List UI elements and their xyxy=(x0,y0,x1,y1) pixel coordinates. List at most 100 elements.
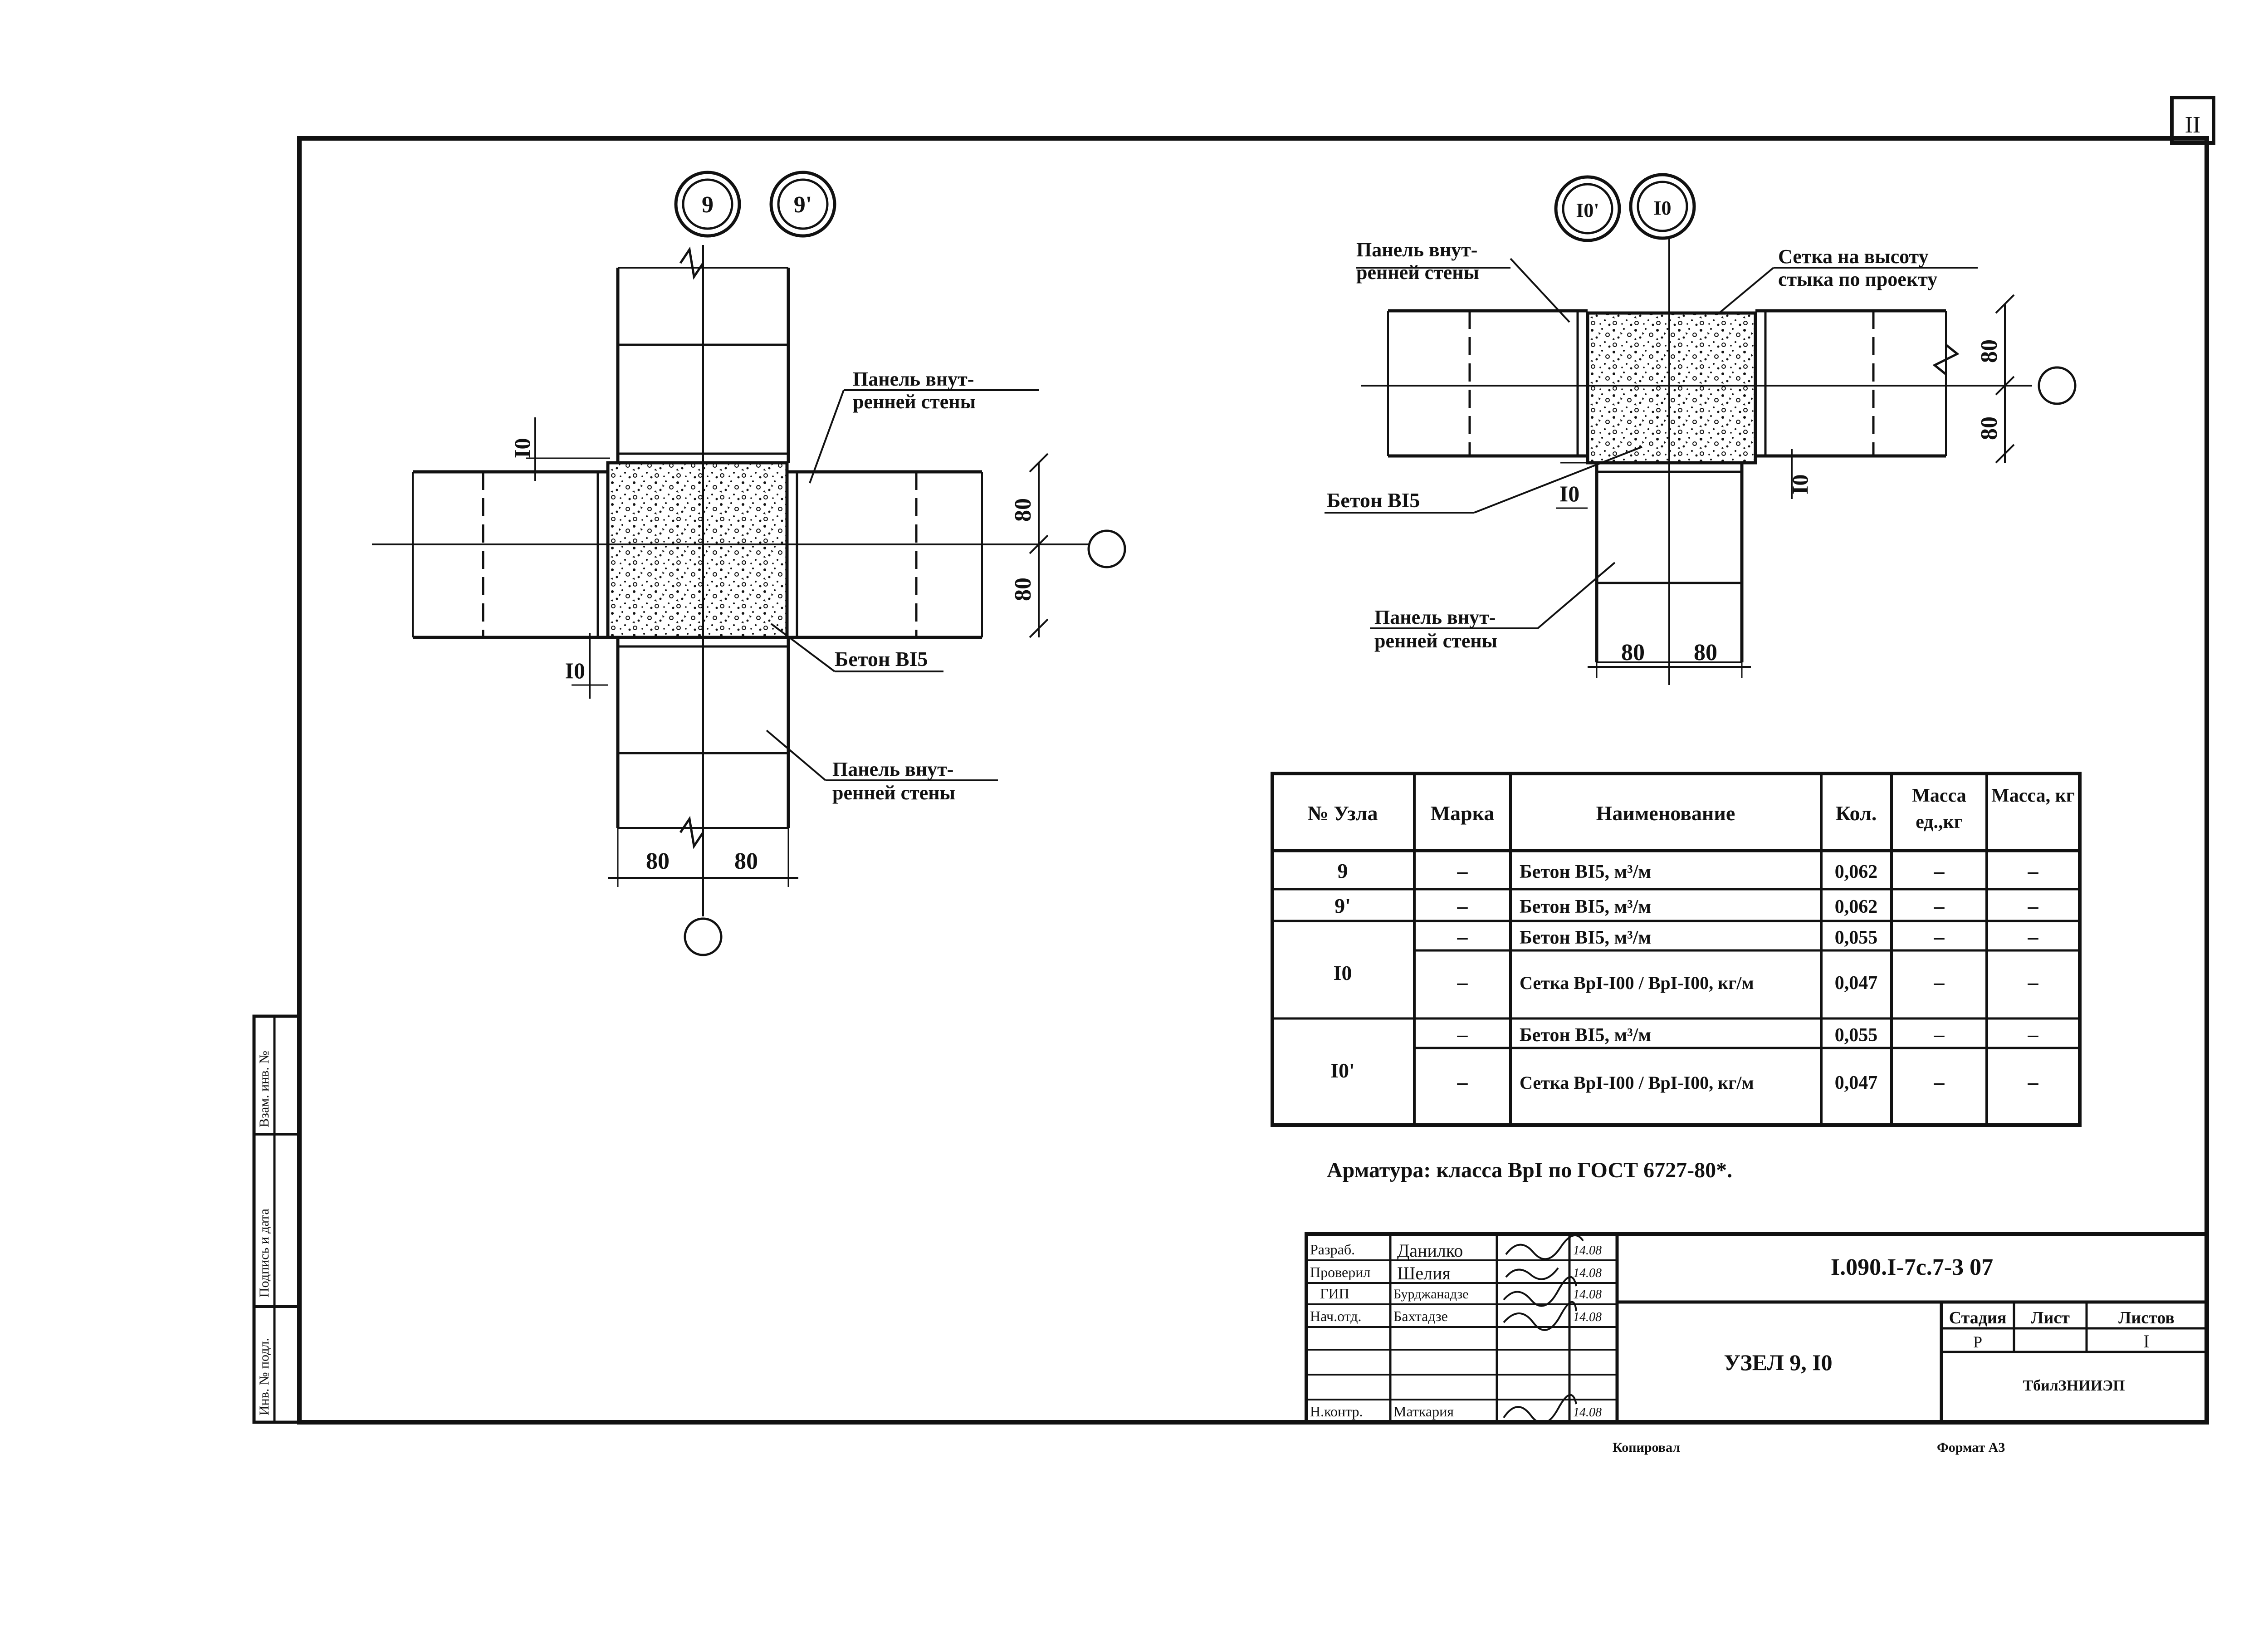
node-10-axis-bubble-right xyxy=(2038,366,2077,405)
svg-text:Бетон BI5, м³/м: Бетон BI5, м³/м xyxy=(1520,927,1651,948)
svg-text:Бетон BI5: Бетон BI5 xyxy=(835,647,928,671)
node-10-label-mesh: Сетка на высоту стыка по проекту xyxy=(1718,245,1978,314)
node-9-concrete-fill xyxy=(606,461,789,639)
svg-text:–: – xyxy=(1457,970,1468,994)
drawing-title: УЗЕЛ 9, I0 xyxy=(1724,1350,1832,1375)
tb-stage-header: Стадия xyxy=(1949,1308,2007,1327)
signature-dept-head xyxy=(1503,1301,1577,1331)
table-header-mass-unit: Масса ед.,кг xyxy=(1912,785,1966,832)
node-10-label-panel-left: Панель внут- ренней стены xyxy=(1356,239,1570,323)
table-node-10: I0 xyxy=(1334,961,1352,984)
tb-date-developer: 14.08 xyxy=(1573,1244,1602,1258)
table-node-10-prime: I0' xyxy=(1330,1059,1355,1082)
svg-text:ренней стены: ренней стены xyxy=(853,391,976,413)
tb-role-dept-head: Нач.отд. xyxy=(1310,1308,1362,1324)
svg-text:9': 9' xyxy=(1334,894,1351,917)
svg-text:I0: I0 xyxy=(1653,197,1671,219)
svg-text:9: 9 xyxy=(1338,859,1348,882)
node-9-dim-gap-bottom: I0 xyxy=(565,633,608,699)
table-header-mass: Масса, кг xyxy=(1991,785,2075,806)
node-9-dim-w1: 80 xyxy=(646,848,670,874)
sheet-number: II xyxy=(2185,112,2201,138)
tb-name-dept-head: Бахтадзе xyxy=(1393,1308,1448,1324)
svg-text:–: – xyxy=(1457,1070,1468,1093)
svg-text:I0: I0 xyxy=(565,658,585,683)
svg-text:–: – xyxy=(1934,1070,1945,1093)
table-header-name: Наименование xyxy=(1596,802,1735,825)
svg-text:–: – xyxy=(2028,1023,2039,1046)
signature-checker xyxy=(1505,1267,1559,1280)
tb-date-gip: 14.08 xyxy=(1573,1288,1602,1302)
node-9-dim-horizontal: 80 80 xyxy=(608,828,798,887)
document-code: I.090.I-7c.7-3 07 xyxy=(1831,1254,1993,1280)
node-10-label-concrete: Бетон BI5 xyxy=(1325,446,1642,514)
svg-text:Сетка BpI-I00 / BpI-I00, кг/м: Сетка BpI-I00 / BpI-I00, кг/м xyxy=(1520,973,1754,993)
node-9-marker: 9 xyxy=(674,171,741,238)
svg-text:Панель внут-: Панель внут- xyxy=(832,758,953,780)
tb-name-norm-control: Маткария xyxy=(1393,1403,1454,1420)
svg-text:–: – xyxy=(1457,859,1468,882)
svg-text:Сетка BpI-I00 / BpI-I00, кг/м: Сетка BpI-I00 / BpI-I00, кг/м xyxy=(1520,1072,1754,1093)
node-10-dim-gap-left: I0 xyxy=(1556,462,1597,509)
table-header-node: № Узла xyxy=(1307,802,1378,825)
svg-text:I0: I0 xyxy=(1787,475,1813,494)
svg-text:Панель внут-: Панель внут- xyxy=(1374,606,1496,628)
svg-text:9': 9' xyxy=(794,192,812,218)
node-9-dim-w2: 80 xyxy=(734,848,758,874)
stamp-signature-label: Подпись и дата xyxy=(257,1209,272,1297)
tb-role-norm-control: Н.контр. xyxy=(1310,1403,1363,1420)
node-10-right-panel xyxy=(1755,309,1960,458)
node-9-prime-marker: 9' xyxy=(769,171,836,238)
node-9-label-concrete: Бетон BI5 xyxy=(770,623,943,672)
node-10-prime-marker: I0' xyxy=(1554,175,1621,242)
table-header-mark: Марка xyxy=(1431,802,1495,825)
organization-name: ТбилЗНИИЭП xyxy=(2023,1377,2125,1394)
tb-name-developer: Данилко xyxy=(1397,1240,1463,1261)
node-9-label-panel-bottom: Панель внут- ренней стены xyxy=(766,729,998,804)
stamp-replace-label: Взам. инв. № xyxy=(257,1051,272,1127)
table-header-qty: Кол. xyxy=(1836,802,1877,825)
node-9-dim-gap-top: I0 xyxy=(509,417,610,481)
node-9-dim-vertical: 80 80 xyxy=(1010,453,1049,638)
tb-stage-value: Р xyxy=(1973,1333,1982,1351)
node-9-dim-h1: 80 xyxy=(1010,498,1036,522)
sheet-frame: II xyxy=(297,96,2215,1425)
svg-text:–: – xyxy=(1457,1023,1468,1046)
node-9-drawing: 9 9' xyxy=(372,171,1126,956)
tb-sheets-value: I xyxy=(2143,1331,2149,1351)
node-9-right-panel xyxy=(787,470,983,639)
node-10-marker: I0 xyxy=(1629,173,1696,240)
svg-text:–: – xyxy=(1934,925,1945,948)
table-row: – Сетка BpI-I00 / BpI-I00, кг/м 0,047 – … xyxy=(1457,1070,2039,1093)
node-10-dim-h1: 80 xyxy=(1976,339,2002,363)
svg-text:ренней стены: ренней стены xyxy=(1356,261,1479,284)
svg-text:Панель внут-: Панель внут- xyxy=(1356,239,1477,261)
svg-text:–: – xyxy=(2028,970,2039,994)
svg-text:стыка по проекту: стыка по проекту xyxy=(1778,268,1937,290)
node-10-dim-horizontal: 80 80 xyxy=(1588,635,1751,678)
svg-text:–: – xyxy=(2028,1070,2039,1093)
svg-text:–: – xyxy=(2028,859,2039,882)
node-10-drawing: I0' I0 xyxy=(1325,173,2077,685)
node-10-dim-vertical: 80 80 xyxy=(1976,294,2015,464)
signature-norm-control xyxy=(1503,1394,1577,1424)
footer-copied: Копировал xyxy=(1613,1440,1680,1455)
node-10-dim-w1: 80 xyxy=(1621,640,1645,666)
node-10-label-panel-bottom: Панель внут- ренней стены xyxy=(1370,562,1616,652)
tb-name-gip: Бурджанадзе xyxy=(1393,1287,1469,1302)
svg-text:I0: I0 xyxy=(1559,481,1579,506)
svg-text:–: – xyxy=(1457,925,1468,948)
node-10-concrete-fill xyxy=(1586,311,1757,465)
node-9-dim-h2: 80 xyxy=(1010,578,1036,601)
tb-date-dept-head: 14.08 xyxy=(1573,1310,1602,1324)
svg-text:9: 9 xyxy=(702,192,714,218)
table-row: 9 – Бетон BI5, м³/м 0,062 – – xyxy=(1338,859,2039,882)
title-block: Разраб. Проверил ГИП Нач.отд. Н.контр. Д… xyxy=(1305,1232,2209,1424)
side-stamp: Инв. № подл. Подпись и дата Взам. инв. № xyxy=(252,1014,301,1424)
table-row: – Сетка BpI-I00 / BpI-I00, кг/м 0,047 – … xyxy=(1457,970,2039,994)
svg-text:Бетон BI5, м³/м: Бетон BI5, м³/м xyxy=(1520,862,1651,882)
tb-role-developer: Разраб. xyxy=(1310,1241,1355,1258)
tb-date-norm-control: 14.08 xyxy=(1573,1405,1602,1420)
svg-text:0,047: 0,047 xyxy=(1835,973,1878,994)
